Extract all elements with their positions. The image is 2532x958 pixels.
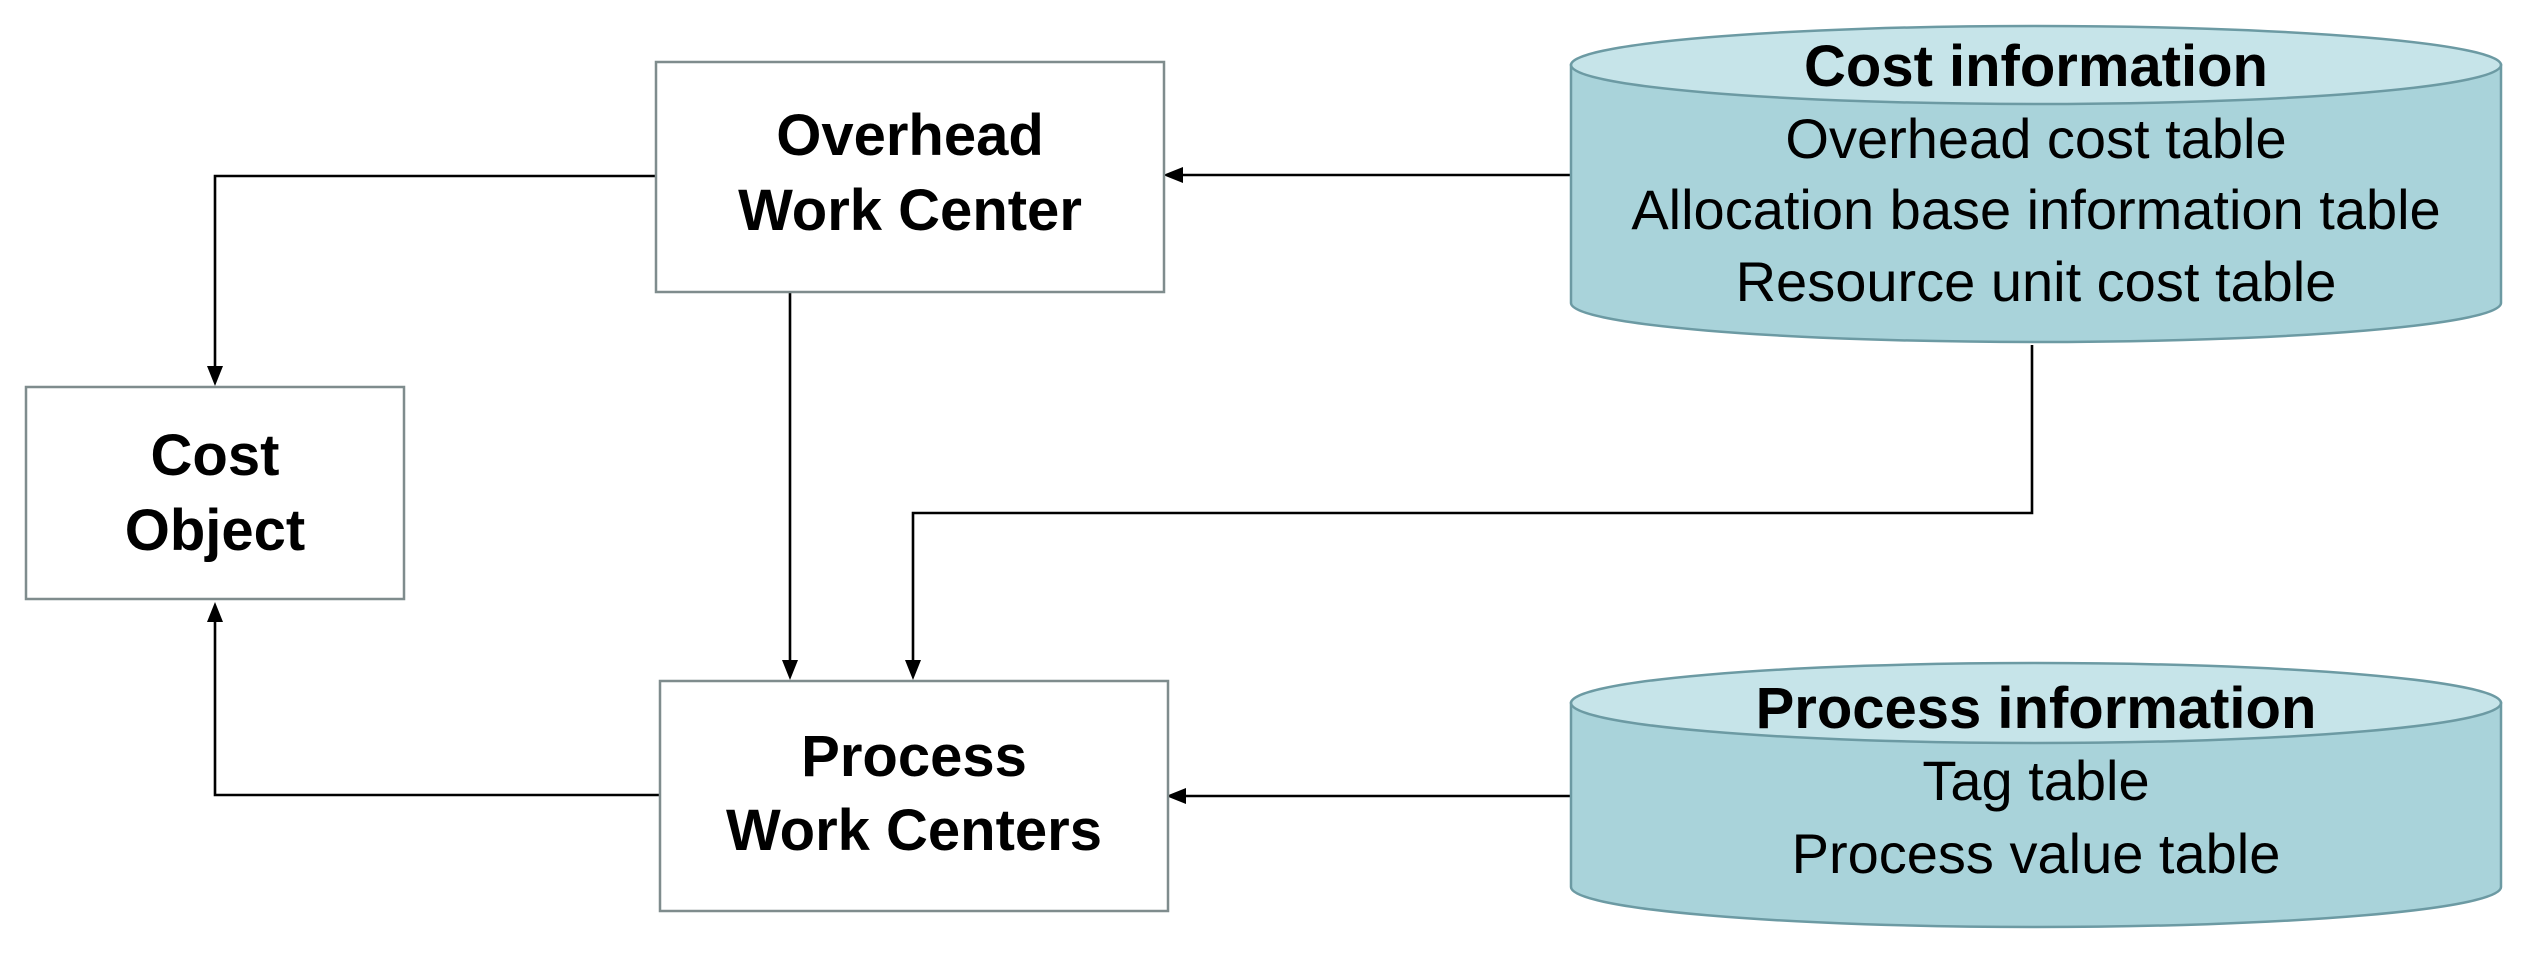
process-work-centers-label-line1: Process (801, 724, 1027, 789)
process-information-cylinder-body (1569, 701, 2503, 929)
cost-object-label-line1: Cost (151, 423, 280, 488)
cost-information-item: Resource unit cost table (1736, 250, 2337, 313)
cost-information-title: Cost information (1804, 34, 2268, 99)
process-work-centers-label-line2: Work Centers (726, 798, 1102, 863)
arrowhead-process-from-overhead (782, 660, 798, 680)
arrowhead-process-from-cost-info (905, 660, 921, 680)
cost-information-cylinder-body (1569, 63, 2503, 344)
arrowhead-cost-object-top (207, 366, 223, 386)
process-work-centers-node: Process Work Centers (658, 679, 1170, 913)
edge-overhead-to-cost-object (213, 174, 655, 369)
process-information-title: Process information (1756, 676, 2317, 741)
process-information-database: Process information Tag table Process va… (1569, 661, 2503, 929)
process-information-item: Process value table (1792, 822, 2281, 885)
arrowhead-overhead-right (1163, 167, 1183, 183)
cost-information-item: Overhead cost table (1785, 107, 2286, 170)
arrowhead-cost-object-bottom (207, 602, 223, 622)
process-information-item: Tag table (1922, 749, 2149, 812)
overhead-work-center-label-line2: Work Center (738, 178, 1082, 243)
cost-information-cylinder-top (1569, 24, 2503, 106)
cost-information-database: Cost information Overhead cost table All… (1569, 24, 2503, 344)
process-information-cylinder-top (1569, 661, 2503, 745)
edge-process-to-cost-object (213, 619, 660, 797)
edge-cost-info-to-process (911, 345, 2034, 663)
overhead-work-center-label-line1: Overhead (776, 103, 1044, 168)
cost-object-node: Cost Object (24, 385, 406, 601)
overhead-work-center-node: Overhead Work Center (654, 60, 1166, 294)
arrowhead-process-right (1166, 788, 1186, 804)
cost-object-label-line2: Object (125, 498, 306, 563)
cost-information-item: Allocation base information table (1631, 178, 2440, 241)
